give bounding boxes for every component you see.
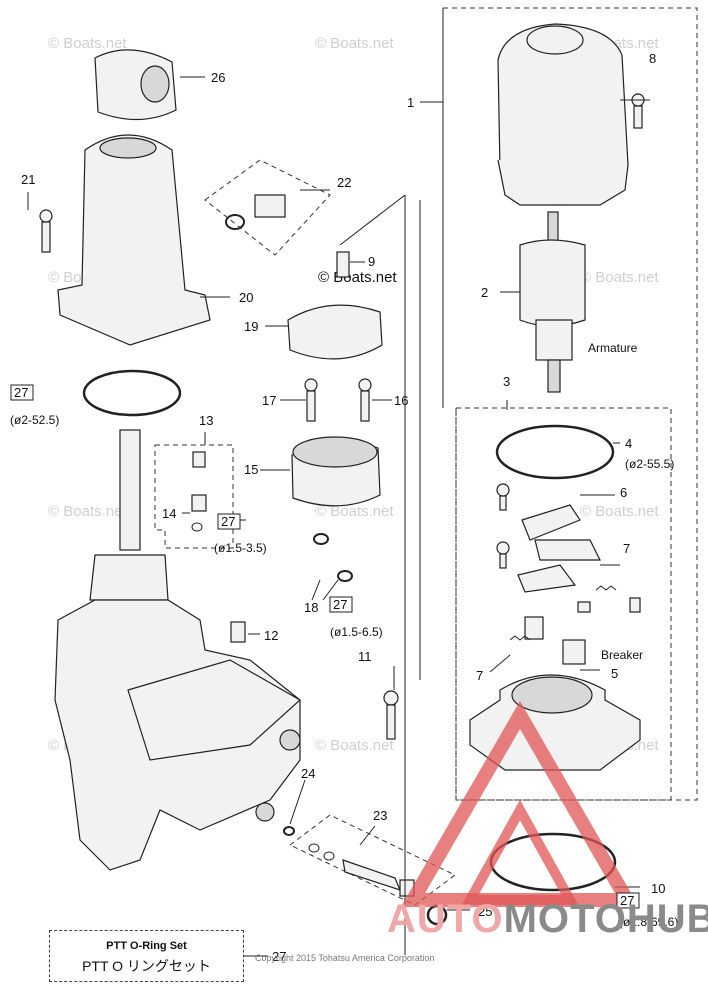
legend-title: PTT O-Ring Set: [106, 940, 187, 952]
specs: (ø2-52.5) (ø1.5-3.5) (ø1.5-6.5) (ø2-55.5…: [10, 413, 678, 929]
callout-7: 7: [476, 668, 483, 683]
ref-tags: 27 27 27 27: [10, 384, 640, 909]
watermark-overlay: © Boats.net: [318, 269, 397, 286]
cylinder-cap: [94, 49, 177, 121]
legend-box: PTT O-Ring Set PTT O リングセット: [49, 930, 244, 982]
motor-screw: [383, 690, 399, 740]
watermark: © Boats.net: [315, 503, 394, 520]
copyright: Copyright 2015 Tohatsu America Corporati…: [255, 953, 435, 963]
callout-12: 12: [264, 628, 278, 643]
ref-tag-27: 27: [221, 514, 235, 529]
breaker-label: Breaker: [601, 648, 643, 662]
callout-8: 8: [649, 51, 656, 66]
spec-text: (ø1.5-6.5): [330, 625, 383, 639]
callout-2: 2: [481, 285, 488, 300]
watermark: © Boats.net: [315, 35, 394, 52]
callout-6: 6: [620, 485, 627, 500]
watermark: © Boats.net: [48, 503, 127, 520]
leader-lines: [27, 76, 650, 957]
callout-7: 7: [623, 541, 630, 556]
tilt-cylinder: [57, 134, 211, 346]
motor-base: [469, 674, 641, 771]
armature: [519, 211, 586, 393]
callout-26: 26: [211, 70, 225, 85]
spec-text: (ø1.5-3.5): [214, 541, 267, 555]
callout-22: 22: [337, 175, 351, 190]
callout-5: 5: [611, 666, 618, 681]
legend-subtitle: PTT O リングセット: [82, 958, 211, 974]
callout-19: 19: [244, 319, 258, 334]
callout-21: 21: [21, 172, 35, 187]
callout-11: 11: [358, 649, 372, 664]
callout-23: 23: [373, 808, 387, 823]
o-ring-18a: [313, 533, 329, 545]
callout-14: 14: [162, 506, 176, 521]
callout-20: 20: [239, 290, 253, 305]
o-ring-18b: [337, 570, 353, 582]
check-valve-parts: [191, 451, 207, 532]
callout-3: 3: [503, 374, 510, 389]
cylinder-bolt: [39, 209, 53, 253]
armature-label: Armature: [588, 341, 638, 355]
ref-tag-27: 27: [620, 893, 634, 908]
pump-body: [54, 599, 302, 871]
ref-tag-27: 27: [14, 385, 28, 400]
plug: [230, 621, 246, 643]
o-ring-24: [283, 826, 295, 836]
watermark: © Boats.net: [580, 269, 659, 286]
spec-text: (ø2-52.5): [10, 413, 59, 427]
watermark: © Boats.net: [580, 503, 659, 520]
o-ring-4: [495, 424, 615, 480]
callouts: 1 2 3 4 5 6 7 7 8 9 10 11 12 13 14 15 16…: [21, 51, 665, 964]
pump-bolts: [304, 378, 372, 422]
callout-18: 18: [304, 600, 318, 615]
pump-gear: [291, 436, 381, 507]
breaker-parts: [496, 483, 641, 665]
pump-top: [287, 251, 383, 360]
watermark: © Boats.net: [48, 35, 127, 52]
valve-group: [204, 159, 331, 256]
callout-4: 4: [625, 436, 632, 451]
watermark: © Boats.net: [315, 737, 394, 754]
manual-valve: [308, 843, 415, 897]
callout-17: 17: [262, 393, 276, 408]
ref-tag-27: 27: [333, 597, 347, 612]
logo-part-b: MOTOHUB: [503, 897, 708, 941]
logo: AUTOMOTOHUB: [387, 897, 708, 942]
motor-housing: [497, 23, 629, 206]
callout-9: 9: [368, 254, 375, 269]
callout-24: 24: [301, 766, 315, 781]
o-ring-52: [82, 369, 182, 417]
piston-rod: [89, 429, 169, 601]
callout-27: 27: [272, 949, 286, 964]
logo-part-a: AUTO: [387, 897, 504, 941]
spec-text: (ø2-55.5): [625, 457, 674, 471]
callout-10: 10: [651, 881, 665, 896]
callout-1: 1: [407, 95, 414, 110]
motor-assembly-outline: [420, 7, 698, 801]
logo-triangle-inner: [461, 799, 579, 905]
callout-16: 16: [394, 393, 408, 408]
callout-25: 25: [478, 904, 492, 919]
callout-15: 15: [244, 462, 258, 477]
callout-13: 13: [199, 413, 213, 428]
spec-text: (ø1.8-69.6): [619, 915, 678, 929]
motor-bolt: [631, 93, 645, 129]
